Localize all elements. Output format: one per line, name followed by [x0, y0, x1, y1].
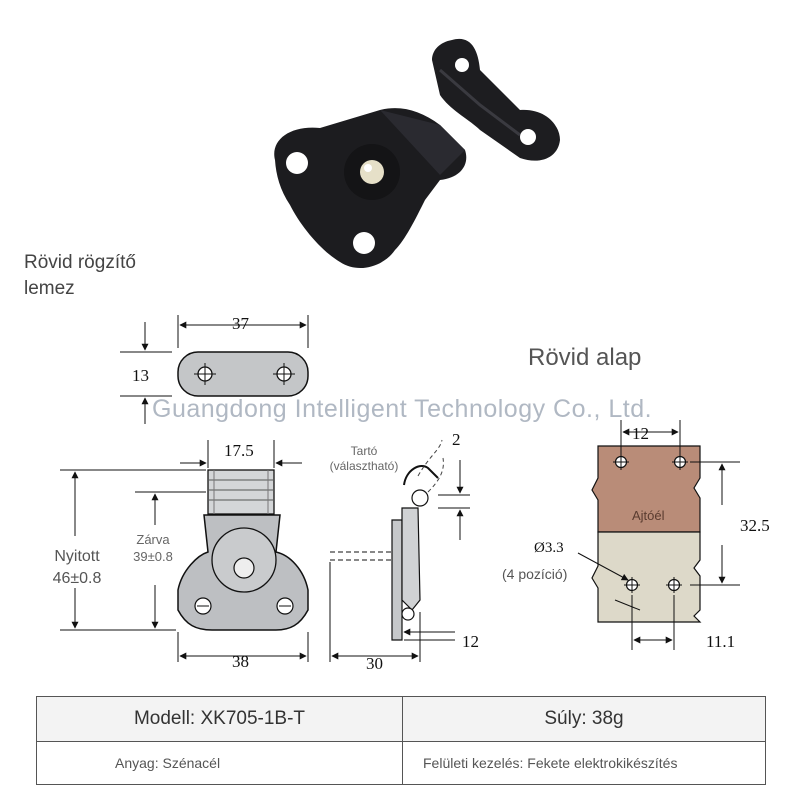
dim-latch-top-width: 17.5	[224, 441, 254, 460]
latch-body-image	[274, 108, 467, 269]
holder-label: Tartó (választható)	[329, 444, 399, 473]
closed-value: 39±0.8	[133, 549, 173, 564]
base-drawing	[577, 420, 740, 650]
dim-base-top-width: 12	[632, 424, 649, 443]
material-cell: Anyag: Szénacél	[36, 741, 403, 785]
technical-drawing	[60, 315, 740, 662]
model-cell: Modell: XK705-1B-T	[36, 696, 403, 742]
dim-plate-height: 13	[132, 366, 149, 385]
catch-plate-image	[432, 38, 560, 161]
dim-base-bottom-width: 11.1	[706, 632, 736, 651]
product-photo	[274, 38, 560, 269]
dim-side-offset: 12	[462, 632, 479, 651]
hole-positions-label: (4 pozíció)	[502, 566, 568, 582]
closed-label: Zárva	[136, 532, 170, 547]
dim-plate-width: 37	[232, 314, 249, 333]
dim-side-top: 2	[452, 430, 461, 449]
short-plate-label: Rövid rögzítő lemez	[24, 252, 136, 299]
dim-base-height: 32.5	[740, 516, 770, 535]
company-watermark: Guangdong Intelligent Technology Co., Lt…	[152, 395, 653, 423]
open-value: 46±0.8	[52, 570, 102, 587]
weight-cell: Súly: 38g	[402, 696, 766, 742]
spec-table: Modell: XK705-1B-T Súly: 38g Anyag: Szén…	[36, 696, 766, 785]
surface-cell: Felületi kezelés: Fekete elektrokikészít…	[402, 741, 766, 785]
short-base-label: Rövid alap	[528, 344, 642, 371]
latch-front-drawing	[60, 440, 309, 662]
dim-side-depth: 30	[366, 654, 383, 673]
catch-plate-drawing	[120, 315, 309, 424]
open-label: Nyitott	[54, 548, 100, 565]
latch-side-drawing	[329, 439, 470, 662]
door-leaf-label: Ajtóél	[632, 508, 665, 523]
dim-latch-width: 38	[232, 652, 249, 671]
hole-diameter-label: Ø3.3	[534, 540, 564, 556]
